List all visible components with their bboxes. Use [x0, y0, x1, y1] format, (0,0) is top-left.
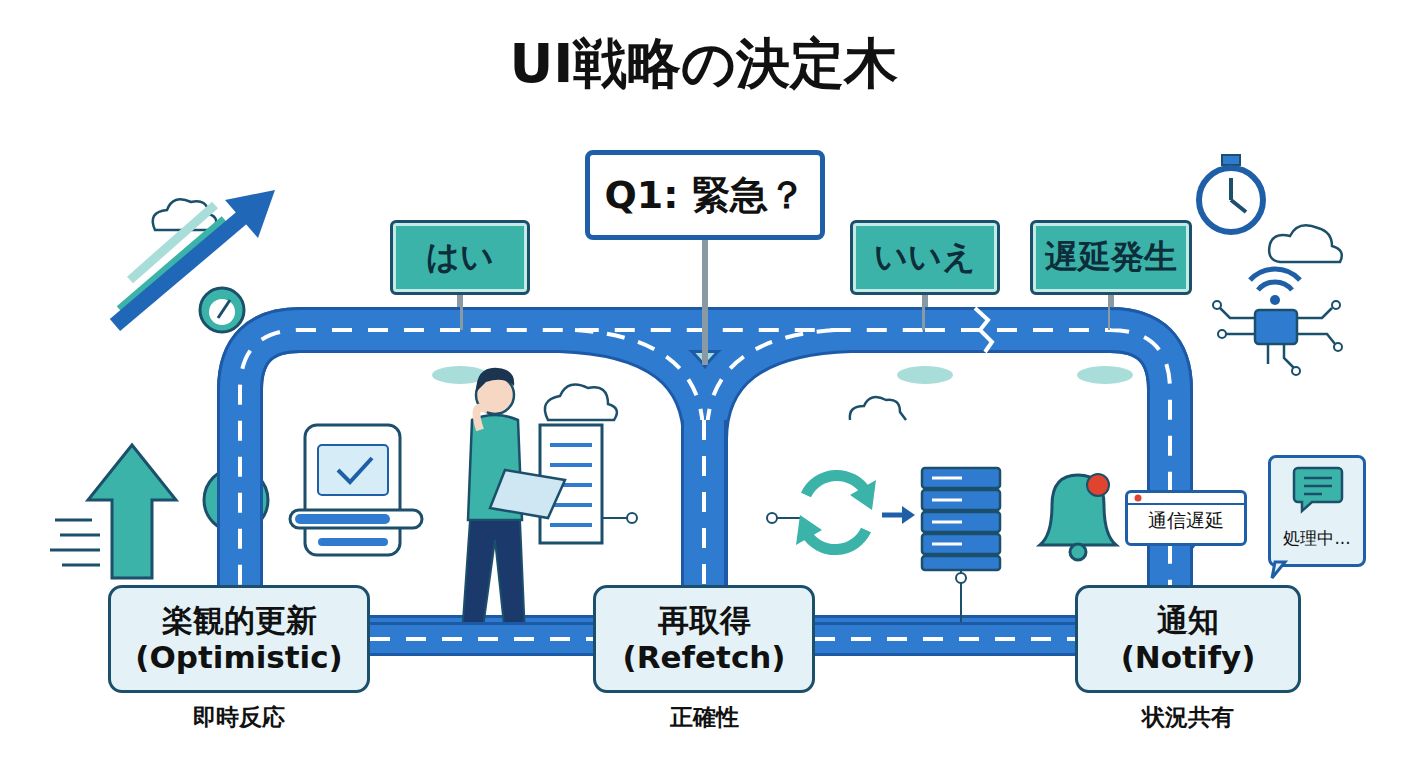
server-rack: [922, 468, 1000, 630]
sign-post: [702, 240, 708, 365]
road-crack: [975, 308, 992, 352]
server-cloud: [540, 384, 637, 543]
window-dot: [1135, 495, 1142, 502]
growth-arrows: [115, 190, 275, 332]
condition-sign: 遅延発生: [1030, 220, 1192, 295]
strategy-box: 通知 (Notify)状況共有: [1075, 585, 1301, 693]
road-surface: [815, 625, 1075, 653]
refresh-symbol: [767, 475, 915, 549]
small-cloud: [850, 397, 906, 420]
node-label: はい: [426, 235, 494, 280]
network-icons: [1213, 225, 1342, 375]
road-edge: [815, 622, 1075, 656]
road-centerline: [815, 637, 1075, 641]
node-caption: 即時反応: [61, 704, 417, 731]
road-surface: [370, 625, 593, 653]
road-surface: [240, 330, 460, 585]
road-edge: [240, 330, 460, 585]
node-label: 通知 (Notify): [1088, 602, 1288, 675]
road-centerline: [925, 328, 1111, 332]
road-connector: [925, 295, 1111, 330]
road-centerline: [370, 637, 593, 641]
strategy-box: 楽観的更新 (Optimistic)即時反応: [108, 585, 370, 693]
road-centerline: [240, 330, 460, 585]
alert-window: 通信遅延: [1125, 490, 1247, 546]
node-label: 再取得 (Refetch): [606, 602, 802, 675]
road-edge: [925, 307, 1111, 353]
road-connector: [370, 639, 593, 640]
road-surface: [925, 310, 1111, 350]
road-centerline: [1110, 330, 1170, 585]
stopwatch-icon: [1199, 155, 1263, 232]
road-connector: [815, 639, 1075, 640]
question-sign: Q1: 緊急？: [585, 150, 825, 240]
road-edge: [370, 622, 593, 656]
road-surface: [684, 420, 724, 585]
chat-icon: [1294, 468, 1342, 511]
bell-icon: [1040, 474, 1116, 560]
node-label: 楽観的更新 (Optimistic): [121, 602, 357, 675]
diagram-title: UI戦略の決定木: [0, 28, 1408, 101]
road-centerline: [702, 420, 706, 585]
speech-bubble: 処理中...: [1268, 455, 1366, 567]
node-label: Q1: 緊急？: [604, 170, 805, 221]
strategy-box: 再取得 (Refetch)正確性: [593, 585, 815, 693]
node-label: 遅延発生: [1045, 235, 1177, 280]
road-connector: [704, 240, 705, 585]
node-caption: 状況共有: [1028, 704, 1348, 731]
answer-sign: はい: [390, 220, 530, 295]
node-caption: 正確性: [546, 704, 862, 731]
road-connector: [240, 295, 460, 585]
bubble-tail: [1272, 562, 1285, 578]
node-label: 通信遅延: [1148, 508, 1224, 534]
node-label: 処理中...: [1283, 527, 1350, 550]
phone-check: [290, 425, 422, 555]
post-feet: [432, 366, 1133, 384]
road-edge: [1110, 330, 1170, 585]
speed-up-arrow: [50, 445, 176, 578]
road-edge: [681, 420, 727, 585]
road-surface: [1110, 330, 1170, 585]
answer-sign: いいえ: [850, 220, 1000, 295]
node-label: いいえ: [874, 235, 976, 280]
person-figure: [452, 368, 565, 643]
window-bar: [1127, 503, 1244, 505]
